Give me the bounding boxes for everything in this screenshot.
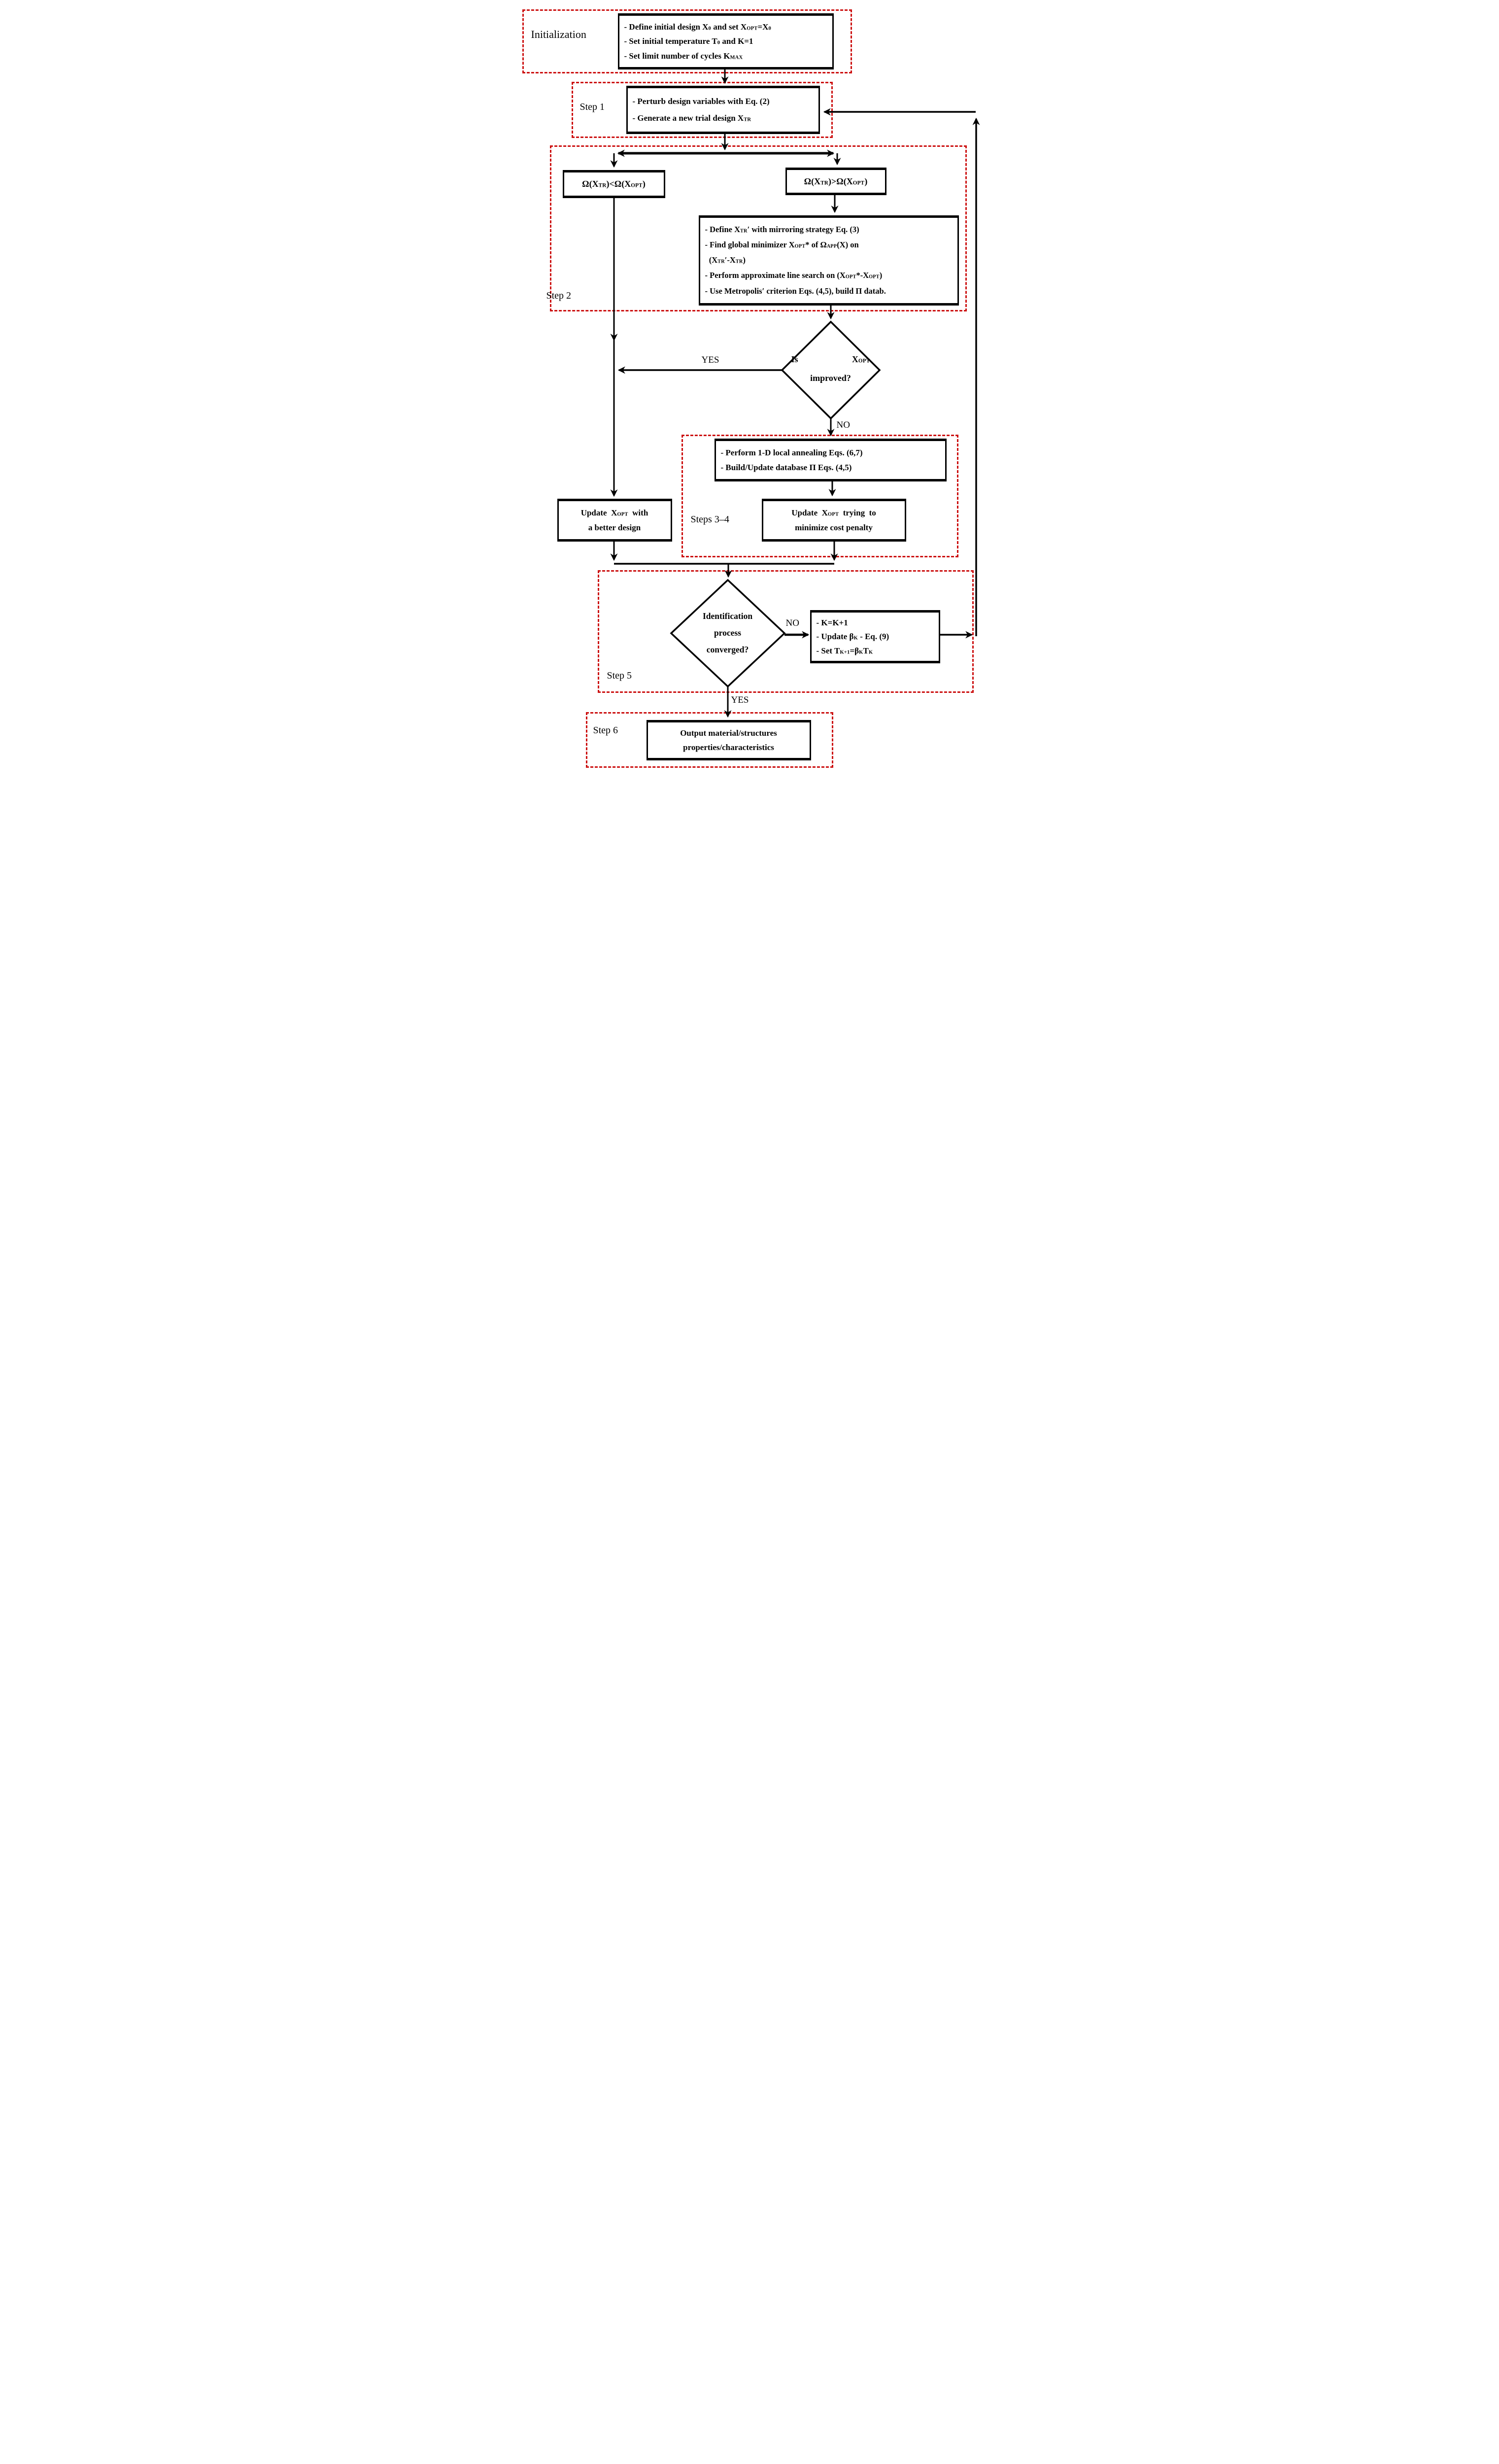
steps34-frame xyxy=(681,435,958,557)
cooling-schedule-box: - K=K+1 - Update βK - Eq. (9) - Set TK+1… xyxy=(810,610,940,663)
update-better-line-2: a better design xyxy=(588,523,641,533)
label-step6: Step 6 xyxy=(593,725,618,736)
step2-box: - Define XTR′ with mirroring strategy Eq… xyxy=(698,215,959,306)
step6-frame xyxy=(585,712,833,768)
output-line-2: properties/characteristics xyxy=(683,742,774,752)
initialization-box: - Define initial design X0 and set XOPT=… xyxy=(617,13,834,69)
label-step5: Step 5 xyxy=(607,670,632,681)
initialization-frame xyxy=(522,9,852,73)
step2-line-4: - Perform approximate line search on (XO… xyxy=(705,271,883,280)
output-line-1: Output material/structures xyxy=(680,728,777,738)
label-converged-yes: YES xyxy=(731,695,749,705)
decision-improved-text: Is XOPT improved? xyxy=(791,351,870,386)
decision-converged-diamond xyxy=(669,579,786,688)
step2-line-1: - Define XTR′ with mirroring strategy Eq… xyxy=(705,224,859,234)
decision-improved-word-is: Is xyxy=(791,354,798,364)
step2-frame xyxy=(549,145,967,311)
decision-improved-line2: improved? xyxy=(810,373,851,383)
flowchart-canvas: - Define initial design X0 and set XOPT=… xyxy=(515,0,984,776)
connector-layer xyxy=(610,69,980,718)
label-initialization: Initialization xyxy=(531,28,586,40)
step1-line-1: - Perturb design variables with Eq. (2) xyxy=(632,97,770,106)
output-box: Output material/structures properties/ch… xyxy=(646,720,811,760)
label-step1: Step 1 xyxy=(579,102,605,112)
decision-converged-line3: converged? xyxy=(706,645,749,654)
label-step2: Step 2 xyxy=(546,290,572,301)
condition-better-box: Ω(XTR)<Ω(XOPT) xyxy=(562,170,665,198)
update-penalty-line-1: Update XOPT trying to xyxy=(791,508,876,517)
update-penalty-line-2: minimize cost penalty xyxy=(795,523,873,533)
step1-box: - Perturb design variables with Eq. (2) … xyxy=(626,86,820,134)
init-line-3: - Set limit number of cycles KMAX xyxy=(624,51,743,61)
update-xopt-penalty-box: Update XOPT trying to minimize cost pena… xyxy=(761,499,906,542)
condition-worse-box: Ω(XTR)>Ω(XOPT) xyxy=(785,168,886,195)
label-steps34: Steps 3–4 xyxy=(690,514,729,525)
decision-converged-line2: process xyxy=(714,628,742,638)
update-xopt-better-box: Update XOPT with a better design xyxy=(557,499,672,542)
annealing-line-2: - Build/Update database Π Eqs. (4,5) xyxy=(720,463,852,473)
annealing-box: - Perform 1-D local annealing Eqs. (6,7)… xyxy=(714,439,947,481)
annealing-line-1: - Perform 1-D local annealing Eqs. (6,7) xyxy=(720,447,863,457)
init-line-1: - Define initial design X0 and set XOPT=… xyxy=(624,22,771,32)
step5-frame xyxy=(597,570,974,693)
cooling-line-1: - K=K+1 xyxy=(816,618,848,628)
init-line-2: - Set initial temperature T0 and K=1 xyxy=(624,36,753,46)
condition-better-text: Ω(XTR)<Ω(XOPT) xyxy=(582,179,646,189)
decision-improved-word-xopt: XOPT xyxy=(852,354,870,364)
decision-improved-diamond xyxy=(781,320,881,420)
cooling-line-3: - Set TK+1=βKTK xyxy=(816,646,873,655)
step2-line-2: - Find global minimizer XOPT* of ΩAPP(X)… xyxy=(705,240,859,249)
label-converged-no: NO xyxy=(785,618,799,628)
step2-line-5: - Use Metropolis′ criterion Eqs. (4,5), … xyxy=(705,286,886,296)
update-better-line-1: Update XOPT with xyxy=(580,508,648,517)
cooling-line-2: - Update βK - Eq. (9) xyxy=(816,632,889,642)
label-improved-no: NO xyxy=(836,420,850,430)
condition-worse-text: Ω(XTR)>Ω(XOPT) xyxy=(804,176,868,186)
step2-line-3: (XTR′-XTR) xyxy=(705,255,746,265)
step1-line-2: - Generate a new trial design XTR xyxy=(632,113,751,123)
decision-converged-text: Identification process converged? xyxy=(688,608,767,658)
label-improved-yes: YES xyxy=(701,355,719,365)
decision-converged-line1: Identification xyxy=(702,611,753,621)
step1-frame xyxy=(571,82,833,138)
